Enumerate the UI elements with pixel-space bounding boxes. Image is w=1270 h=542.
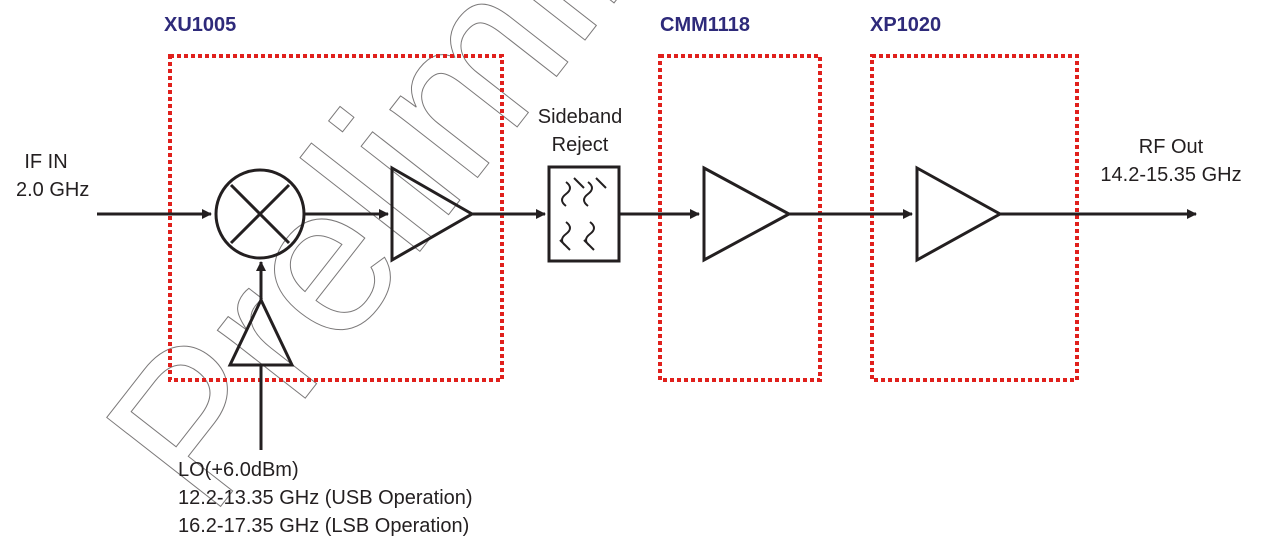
if-in-label: IF IN 2.0 GHz	[16, 148, 90, 204]
lo-line2: 12.2-13.35 GHz (USB Operation)	[178, 487, 473, 509]
amplifier-icon-2	[702, 165, 793, 263]
amplifier-icon-1	[390, 165, 476, 263]
filter-icon	[547, 165, 621, 263]
xu1005-box	[168, 54, 504, 382]
block-label-cmm1118: CMM1118	[660, 14, 751, 36]
cmm1118-box	[658, 54, 822, 382]
rf-out-line2: 14.2-15.35 GHz	[1100, 164, 1242, 186]
if-in-line1: IF IN	[24, 151, 68, 173]
lo-amplifier-icon	[227, 296, 295, 367]
sideband-line1: Sideband	[537, 106, 623, 128]
sideband-reject-label: Sideband Reject	[520, 103, 640, 159]
block-label-xu1005: XU1005	[164, 14, 237, 36]
lo-label: LO(+6.0dBm) 12.2-13.35 GHz (USB Operatio…	[178, 456, 473, 540]
amplifier-icon-3	[915, 165, 1004, 263]
lo-line1: LO(+6.0dBm)	[178, 459, 299, 481]
rf-out-line1: RF Out	[1138, 136, 1204, 158]
if-in-line2: 2.0 GHz	[16, 179, 90, 201]
lo-line3: 16.2-17.35 GHz (LSB Operation)	[178, 515, 470, 537]
sideband-line2: Reject	[551, 134, 609, 156]
xp1020-box	[870, 54, 1079, 382]
rf-out-label: RF Out 14.2-15.35 GHz	[1082, 133, 1260, 189]
block-label-xp1020: XP1020	[870, 14, 942, 36]
